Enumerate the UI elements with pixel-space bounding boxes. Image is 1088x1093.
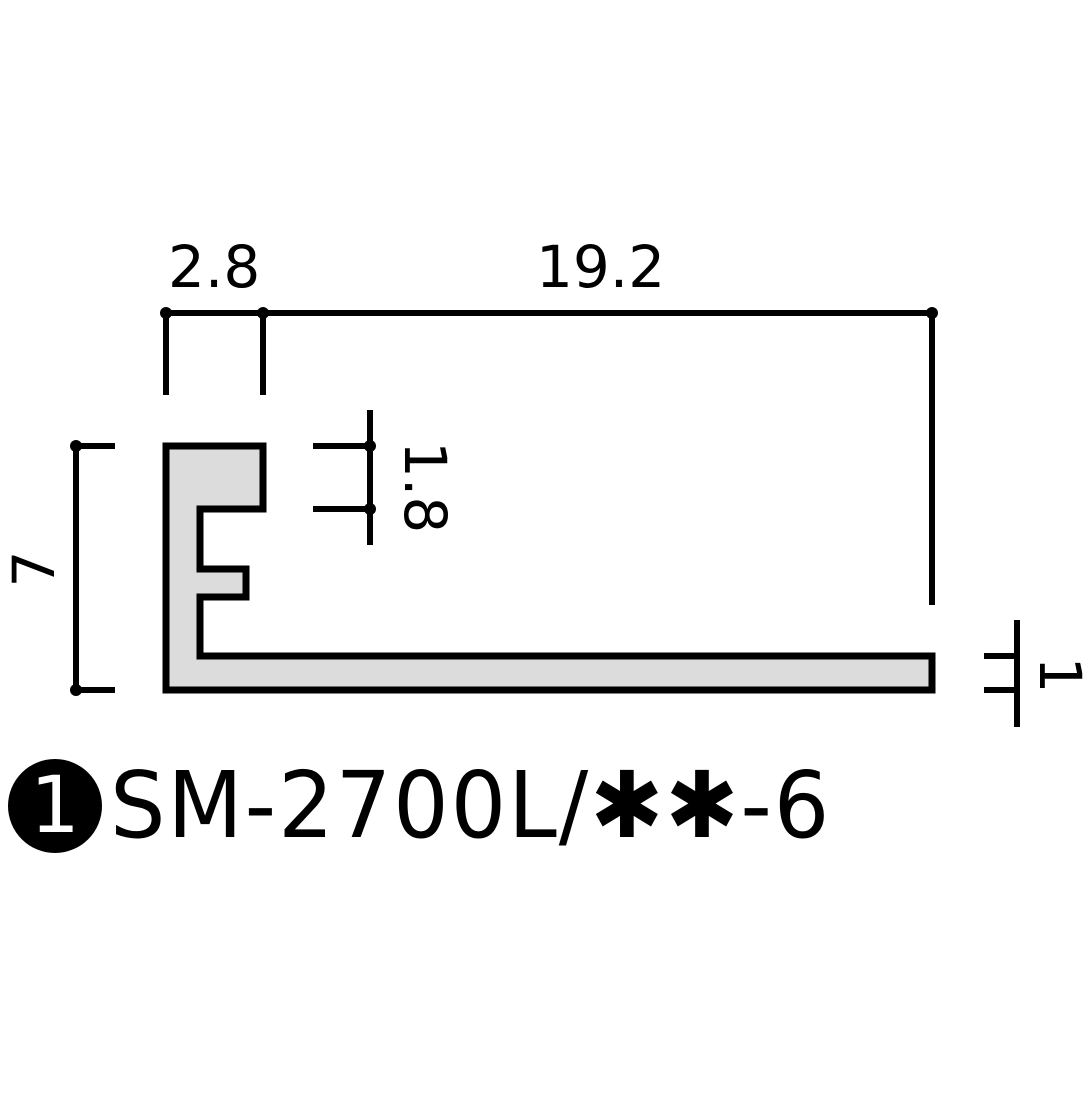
top-dimension-dots	[160, 307, 938, 319]
badge-number: 1	[30, 760, 80, 851]
left-dimension-dots	[70, 440, 82, 696]
top-dimension-lines	[163, 310, 935, 605]
product-code: SM-2700L/✱✱-6	[110, 752, 832, 859]
slot-dimension-dots	[364, 440, 376, 515]
left-dimension-lines	[73, 443, 115, 693]
dimension-label-19-2: 19.2	[536, 233, 666, 301]
dimension-label-1: 1	[1026, 656, 1088, 694]
base-dimension-lines	[984, 620, 1020, 727]
slot-dimension-lines	[313, 410, 373, 545]
dimension-label-1-8: 1.8	[391, 441, 459, 534]
dimension-label-2-8: 2.8	[168, 233, 261, 301]
profile-shape	[162, 442, 936, 694]
dimension-label-7: 7	[0, 550, 68, 588]
product-caption: 1 SM-2700L/✱✱-6	[8, 752, 869, 859]
number-badge: 1	[8, 758, 102, 853]
